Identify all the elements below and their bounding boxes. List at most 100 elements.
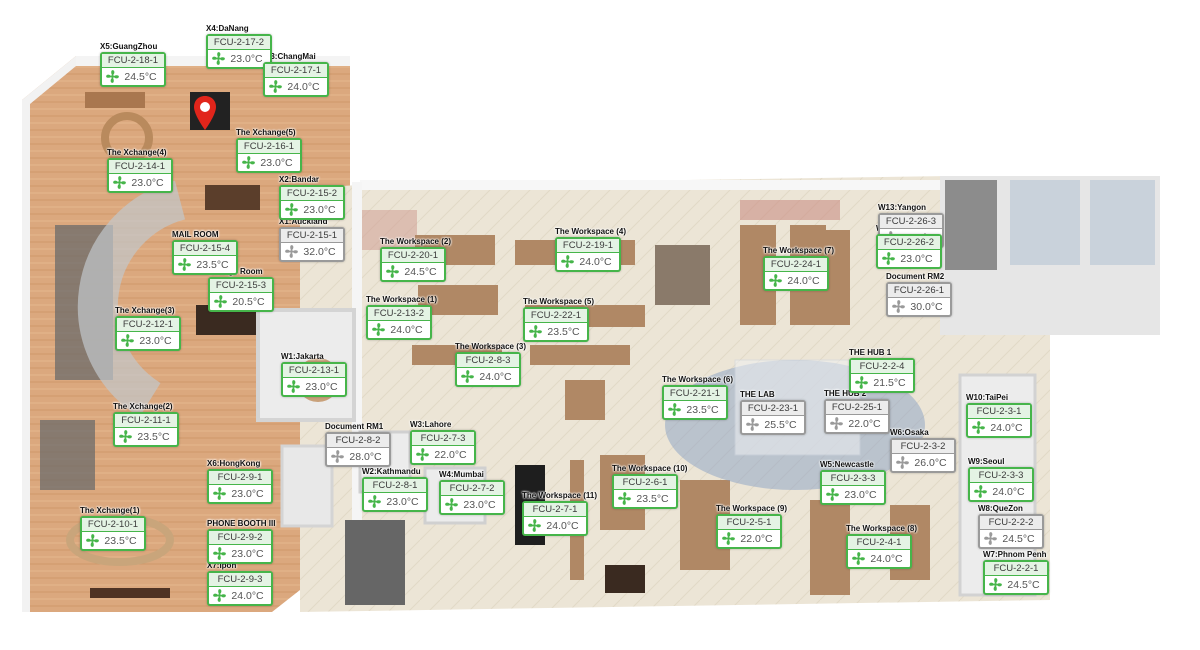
temperature-value: 23.0°C [231,487,264,500]
room-label: The Workspace (11) [522,491,597,500]
fcu-id: FCU-2-9-1 [209,471,271,485]
room-label: W7:Phnom Penh [983,550,1047,559]
fcu-status-card[interactable]: FCU-2-3-1 24.0°C [966,403,1032,438]
fcu-status-card[interactable]: FCU-2-3-3 24.0°C [968,467,1034,502]
room-label: The Workspace (10) [612,464,688,473]
fcu-id: FCU-2-14-1 [109,160,171,174]
fcu-status-card[interactable]: FCU-2-12-1 23.0°C [115,316,181,351]
fcu-status-card[interactable]: FCU-2-9-3 24.0°C [207,571,273,606]
fcu-status-card[interactable]: FCU-2-22-1 23.5°C [523,307,589,342]
room-label: MAIL ROOM [172,230,219,239]
temperature-value: 23.0°C [386,495,419,508]
room-label: The Xchange(4) [107,148,167,157]
fcu-id: FCU-2-3-1 [968,405,1030,419]
room-label: The Workspace (9) [716,504,787,513]
temperature-value: 24.5°C [124,70,157,83]
fcu-status-card[interactable]: FCU-2-20-1 24.5°C [380,247,446,282]
fcu-status-card[interactable]: FCU-2-14-1 23.0°C [107,158,173,193]
fcu-status-card[interactable]: FCU-2-16-1 23.0°C [236,138,302,173]
fcu-status-card[interactable]: FCU-2-24-1 24.0°C [763,256,829,291]
temperature-value: 24.5°C [1002,532,1035,545]
fcu-id: FCU-2-13-2 [368,307,430,321]
temperature-value: 23.5°C [636,492,669,505]
room-label: THE HUB 1 [849,348,892,357]
fcu-status-card[interactable]: FCU-2-21-1 23.5°C [662,385,728,420]
fcu-id: FCU-2-2-4 [851,360,913,374]
fcu-status-card[interactable]: FCU-2-15-2 23.0°C [279,185,345,220]
fan-icon [415,447,430,462]
room-label: The Xchange(2) [113,402,173,411]
room-label: W10:TaiPei [966,393,1009,402]
fcu-status-card[interactable]: FCU-2-11-1 23.5°C [113,412,179,447]
fcu-status-card[interactable]: FCU-2-17-1 24.0°C [263,62,329,97]
room-label: Document RM1 [325,422,384,431]
fcu-status-card[interactable]: FCU-2-23-1 25.5°C [740,400,806,435]
fcu-status-card[interactable]: FCU-2-3-2 26.0°C [890,438,956,473]
fcu-status-card[interactable]: FCU-2-2-1 24.5°C [983,560,1049,595]
fcu-id: FCU-2-26-2 [878,236,940,250]
fcu-id: FCU-2-3-3 [822,472,884,486]
fcu-status-card[interactable]: FCU-2-15-1 32.0°C [279,227,345,262]
west-wing-furniture [40,92,260,598]
room-label: W8:QueZon [978,504,1023,513]
fcu-status-card[interactable]: FCU-2-8-2 28.0°C [325,432,391,467]
temperature-value: 20.5°C [232,295,265,308]
fcu-status-card[interactable]: FCU-2-10-1 23.5°C [80,516,146,551]
fcu-status-card[interactable]: FCU-2-7-3 22.0°C [410,430,476,465]
fan-icon [829,416,844,431]
room-label: W3:Lahore [410,420,452,429]
fcu-status-card[interactable]: FCU-2-17-2 23.0°C [206,34,272,69]
fcu-status-card[interactable]: FCU-2-13-2 24.0°C [366,305,432,340]
temperature-value: 22.0°C [740,532,773,545]
fcu-status-card[interactable]: FCU-2-3-3 23.0°C [820,470,886,505]
fcu-status-card[interactable]: FCU-2-5-1 22.0°C [716,514,782,549]
fcu-id: FCU-2-9-3 [209,573,271,587]
fcu-id: FCU-2-19-1 [557,239,619,253]
temperature-value: 26.0°C [914,456,947,469]
fan-icon [212,546,227,561]
fan-icon [768,273,783,288]
fcu-status-card[interactable]: FCU-2-6-1 23.5°C [612,474,678,509]
fan-icon [667,402,682,417]
fcu-status-card[interactable]: FCU-2-2-2 24.5°C [978,514,1044,549]
fcu-status-card[interactable]: FCU-2-13-1 23.0°C [281,362,347,397]
location-pin-icon[interactable] [194,96,216,130]
fan-icon [983,531,998,546]
fcu-status-card[interactable]: FCU-2-25-1 22.0°C [824,399,890,434]
fcu-status-card[interactable]: FCU-2-26-1 30.0°C [886,282,952,317]
fcu-status-card[interactable]: FCU-2-4-1 24.0°C [846,534,912,569]
fcu-status-card[interactable]: FCU-2-9-1 23.0°C [207,469,273,504]
temperature-value: 23.0°C [139,334,172,347]
temperature-value: 24.0°C [479,370,512,383]
fcu-status-card[interactable]: FCU-2-15-3 20.5°C [208,277,274,312]
fcu-id: FCU-2-2-2 [980,516,1042,530]
fan-icon [385,264,400,279]
fcu-status-card[interactable]: FCU-2-2-4 21.5°C [849,358,915,393]
fan-icon [460,369,475,384]
fcu-status-card[interactable]: FCU-2-26-2 23.0°C [876,234,942,269]
fcu-status-card[interactable]: FCU-2-8-1 23.0°C [362,477,428,512]
fcu-id: FCU-2-24-1 [765,258,827,272]
fcu-id: FCU-2-26-1 [888,284,950,298]
fcu-status-card[interactable]: FCU-2-15-4 23.5°C [172,240,238,275]
fcu-status-card[interactable]: FCU-2-18-1 24.5°C [100,52,166,87]
fan-icon [854,375,869,390]
fan-icon [85,533,100,548]
temperature-value: 24.0°C [870,552,903,565]
temperature-value: 30.0°C [910,300,943,313]
temperature-value: 23.0°C [260,156,293,169]
fcu-status-card[interactable]: FCU-2-7-1 24.0°C [522,501,588,536]
fan-icon [881,251,896,266]
fan-icon [268,79,283,94]
fcu-status-card[interactable]: FCU-2-8-3 24.0°C [455,352,521,387]
room-label: The Workspace (7) [763,246,834,255]
fcu-status-card[interactable]: FCU-2-9-2 23.0°C [207,529,273,564]
fcu-id: FCU-2-22-1 [525,309,587,323]
fan-icon [330,449,345,464]
fcu-id: FCU-2-26-3 [880,215,942,229]
fcu-id: FCU-2-3-3 [970,469,1032,483]
fcu-status-card[interactable]: FCU-2-7-2 23.0°C [439,480,505,515]
fan-icon [284,202,299,217]
room-label: X2:Bandar [279,175,320,184]
fcu-status-card[interactable]: FCU-2-19-1 24.0°C [555,237,621,272]
